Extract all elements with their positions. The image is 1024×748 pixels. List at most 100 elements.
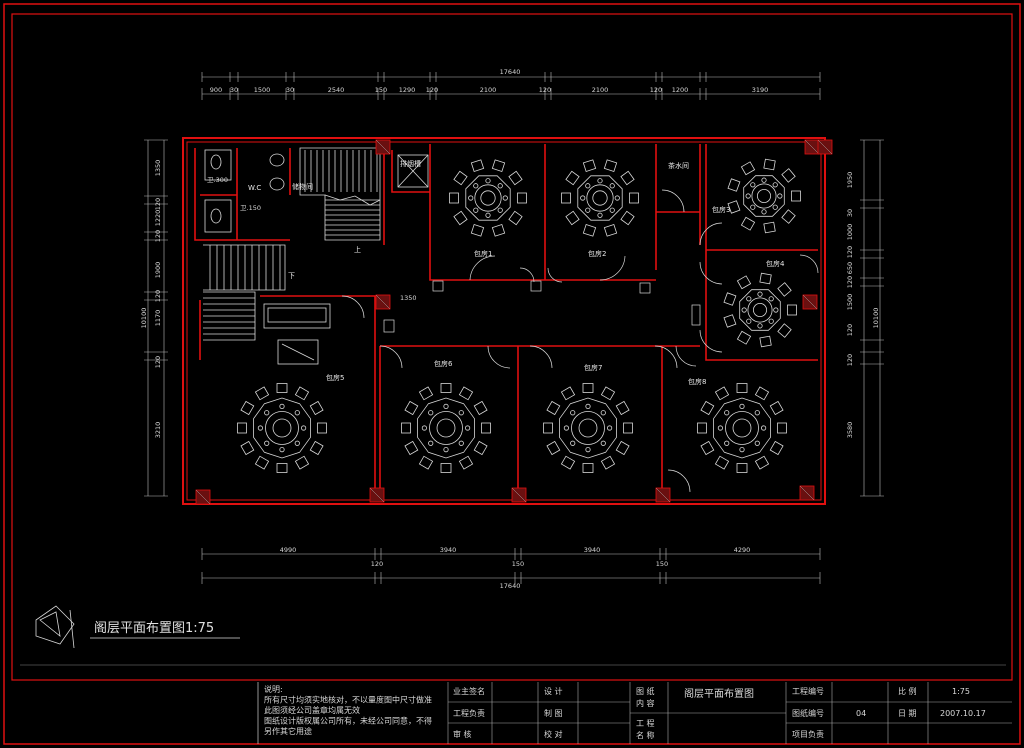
dim-top-segment: 2540 — [328, 86, 345, 94]
dim-bottom-gap: 150 — [512, 560, 524, 568]
dim-top-segment: 1500 — [254, 86, 271, 94]
dim-bottom-overall: 17640 — [500, 582, 521, 590]
dim-bottom-segment: 4290 — [734, 546, 751, 554]
dim-right-segment: 120 — [846, 354, 854, 366]
sofa — [263, 303, 331, 365]
dim-top-segment: 2100 — [592, 86, 609, 94]
date-label: 日 期 — [898, 709, 917, 718]
dim-left-segment: 1900 — [154, 262, 162, 279]
drawing-content-label-1: 图 纸 — [636, 686, 655, 696]
dim-left-segment: 120 — [154, 230, 162, 242]
project-lead-label: 工程负责 — [453, 708, 485, 718]
drawing-no-label: 图纸编号 — [792, 708, 824, 718]
storage-label: 储物间 — [292, 182, 313, 191]
dim-left-overall: 10100 — [140, 308, 148, 329]
columns — [195, 139, 833, 505]
room-labels: 包房1 包房2 包房3 包房4 包房5 包房6 包房7 包房8 W.C 储物间 … — [207, 159, 785, 386]
north-arrow-symbol — [35, 605, 75, 649]
dining-table — [543, 383, 633, 473]
tea-room-label: 茶水间 — [668, 161, 689, 170]
dim-bottom-gap: 150 — [656, 560, 668, 568]
dim-corridor: 1350 — [400, 294, 417, 302]
outer-frame — [3, 3, 1021, 745]
scale-value: 1:75 — [952, 687, 970, 696]
dim-bottom-segment: 3940 — [440, 546, 457, 554]
dim-top-segment: 1290 — [399, 86, 416, 94]
drawing-title: 阁层平面布置图1:75 — [94, 621, 214, 636]
dim-right-segment: 1000 — [846, 224, 854, 241]
dining-table — [237, 383, 327, 473]
small-boxes — [383, 280, 701, 333]
dim-right-segment: 3580 — [846, 422, 854, 439]
dim-top-segment: 120 — [650, 86, 662, 94]
project-name-label-1: 工 程 — [636, 719, 655, 728]
dim-top-segment: 3190 — [752, 86, 769, 94]
dim-right-segment: 120 — [846, 324, 854, 336]
project-name-label-2: 名 称 — [636, 730, 655, 740]
round-tables — [237, 158, 801, 473]
dim-top-segment: 120 — [426, 86, 438, 94]
dim-top-segment: 1200 — [672, 86, 689, 94]
room-label-3: 包房3 — [712, 205, 730, 214]
wc-note-1: 卫.300 — [207, 176, 228, 184]
dim-top-overall: 17640 — [500, 68, 521, 76]
dim-right-segment: 120 — [846, 246, 854, 258]
wc-label: W.C — [248, 184, 261, 192]
drawing-content-label-2: 内 容 — [636, 698, 655, 708]
building-walls — [182, 137, 826, 505]
shaft-label: 排烟槽 — [400, 159, 421, 168]
project-manager-label: 项目负责 — [792, 729, 824, 739]
dim-bottom-gap: 120 — [371, 560, 383, 568]
dining-table — [561, 159, 639, 237]
drawing-content-value: 阁层平面布置图 — [684, 687, 754, 700]
title-block-note: 此图须经公司盖章均属无效 — [264, 705, 360, 715]
dim-left-segment: 120 — [154, 356, 162, 368]
exhaust-shaft — [397, 154, 429, 188]
dim-right-overall: 10100 — [872, 308, 880, 329]
toilet-fixtures — [204, 149, 285, 233]
room-label-7: 包房7 — [584, 363, 602, 372]
dimension-lines — [147, 76, 881, 579]
dining-table — [697, 383, 787, 473]
drafting-label: 制 图 — [544, 708, 563, 718]
room-label-2: 包房2 — [588, 249, 606, 258]
dim-left-segment: 120 — [154, 290, 162, 302]
title-block-note: 所有尺寸均须实地核对，不以量度图中尺寸做准 — [264, 695, 432, 705]
dim-top-segment: 900 — [210, 86, 222, 94]
dim-bottom-segment: 3940 — [584, 546, 601, 554]
room-label-1: 包房1 — [474, 249, 492, 258]
doors — [341, 189, 819, 493]
room-label-8: 包房8 — [688, 377, 706, 386]
dim-left-segment: 120 — [154, 198, 162, 210]
dim-right-segment: 120 — [846, 276, 854, 288]
stair-up-label: 上 — [354, 245, 361, 254]
wc-note-2: 卫.150 — [240, 204, 261, 212]
inner-frame — [11, 13, 1013, 681]
date-value: 2007.10.17 — [940, 709, 986, 718]
dim-top-segment: 120 — [539, 86, 551, 94]
dim-top-segment: 30 — [230, 86, 238, 94]
review-label: 审 核 — [453, 729, 472, 739]
scale-label: 比 例 — [898, 686, 917, 696]
stair-down-label: 下 — [288, 272, 295, 280]
title-block-note: 说明: — [264, 684, 283, 694]
dim-top-segment: 30 — [286, 86, 294, 94]
dim-right-segment: 650 — [846, 262, 854, 274]
dining-table — [449, 159, 527, 237]
project-no-label: 工程编号 — [792, 686, 824, 696]
owner-sign-label: 业主签名 — [453, 686, 485, 696]
dim-bottom-segment: 4990 — [280, 546, 297, 554]
room-label-4: 包房4 — [766, 259, 785, 268]
drawing-no-value: 04 — [856, 709, 866, 718]
room-label-5: 包房5 — [326, 373, 344, 382]
dining-table — [401, 383, 491, 473]
dim-left-segment: 1170 — [154, 310, 162, 327]
dim-top-segment: 2100 — [480, 86, 497, 94]
interior-walls — [194, 144, 818, 500]
room-label-6: 包房6 — [434, 359, 453, 368]
dim-left-segment: 3210 — [154, 422, 162, 439]
dim-left-segment: 1220 — [154, 210, 162, 227]
dim-left-segment: 1350 — [154, 160, 162, 177]
dim-right-segment: 1500 — [846, 294, 854, 311]
